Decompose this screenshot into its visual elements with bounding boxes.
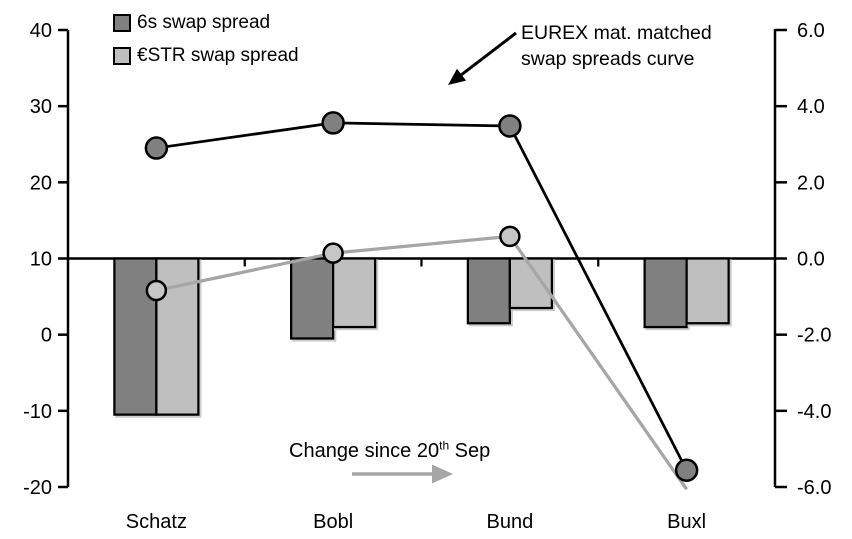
change-annotation: Change since 20th Sep — [289, 438, 491, 463]
category-label-bund: Bund — [487, 511, 534, 533]
6s-curve-line — [156, 121, 688, 471]
change-annotation-suffix: Sep — [449, 440, 491, 462]
left-axis-tick-label: 10 — [30, 249, 52, 271]
6s-curve-marker-buxl — [674, 458, 699, 482]
category-label-schatz: Schatz — [126, 511, 187, 533]
estr-curve-marker-schatz — [145, 279, 168, 302]
right-axis-tick-label: 2.0 — [797, 172, 825, 194]
bar-estr-buxl — [685, 257, 730, 325]
estr-curve-marker-bund — [499, 225, 521, 248]
curve-annotation-arrow-line — [460, 31, 517, 76]
left-axis-tick-label: 20 — [30, 172, 52, 194]
right-axis-tick-label: -6.0 — [797, 477, 831, 499]
right-axis-tick-label: 4.0 — [797, 96, 825, 118]
6s-curve-marker-bund — [498, 114, 522, 138]
change-annotation-arrow-head — [432, 464, 453, 484]
bar-6s-buxl — [643, 257, 688, 329]
6s-curve-marker-schatz — [144, 136, 169, 160]
right-axis-tick-label: 6.0 — [797, 20, 825, 42]
category-label-bobl: Bobl — [313, 511, 353, 533]
left-axis-tick-label: -10 — [23, 401, 52, 423]
left-axis-tick-label: 40 — [30, 20, 52, 42]
legend-swatch-icon — [113, 47, 131, 65]
estr-curve-line — [156, 234, 688, 491]
curve-annotation: EUREX mat. matched swap spreads curve — [521, 20, 712, 72]
legend-item-label: €STR swap spread — [137, 45, 299, 66]
curve-annotation-line2: swap spreads curve — [521, 48, 695, 70]
bar-6s-bund — [466, 257, 511, 325]
left-axis-tick-label: -20 — [23, 477, 52, 499]
legend-swatch-icon — [113, 14, 131, 32]
category-label-buxl: Buxl — [667, 511, 706, 533]
change-annotation-superscript: th — [439, 438, 450, 453]
left-axis-tick-label: 30 — [30, 96, 52, 118]
estr-curve-marker-bobl — [322, 242, 344, 264]
right-axis-tick-label: -4.0 — [797, 401, 831, 423]
legend-item: 6s swap spread — [113, 13, 299, 33]
legend: 6s swap spread €STR swap spread — [113, 13, 299, 66]
curve-annotation-arrow-head — [448, 68, 467, 85]
legend-item-label: 6s swap spread — [137, 12, 271, 33]
change-annotation-text: Change since 20 — [289, 440, 440, 462]
legend-item: €STR swap spread — [113, 46, 299, 66]
bar-6s-bobl — [290, 257, 335, 340]
bar-estr-bobl — [332, 257, 377, 329]
6s-curve-marker-bobl — [321, 111, 345, 135]
curve-annotation-line1: EUREX mat. matched — [521, 22, 712, 44]
right-axis-tick-label: -2.0 — [797, 325, 831, 347]
left-axis-tick-label: 0 — [41, 325, 52, 347]
right-axis-tick-label: 0.0 — [797, 249, 825, 271]
